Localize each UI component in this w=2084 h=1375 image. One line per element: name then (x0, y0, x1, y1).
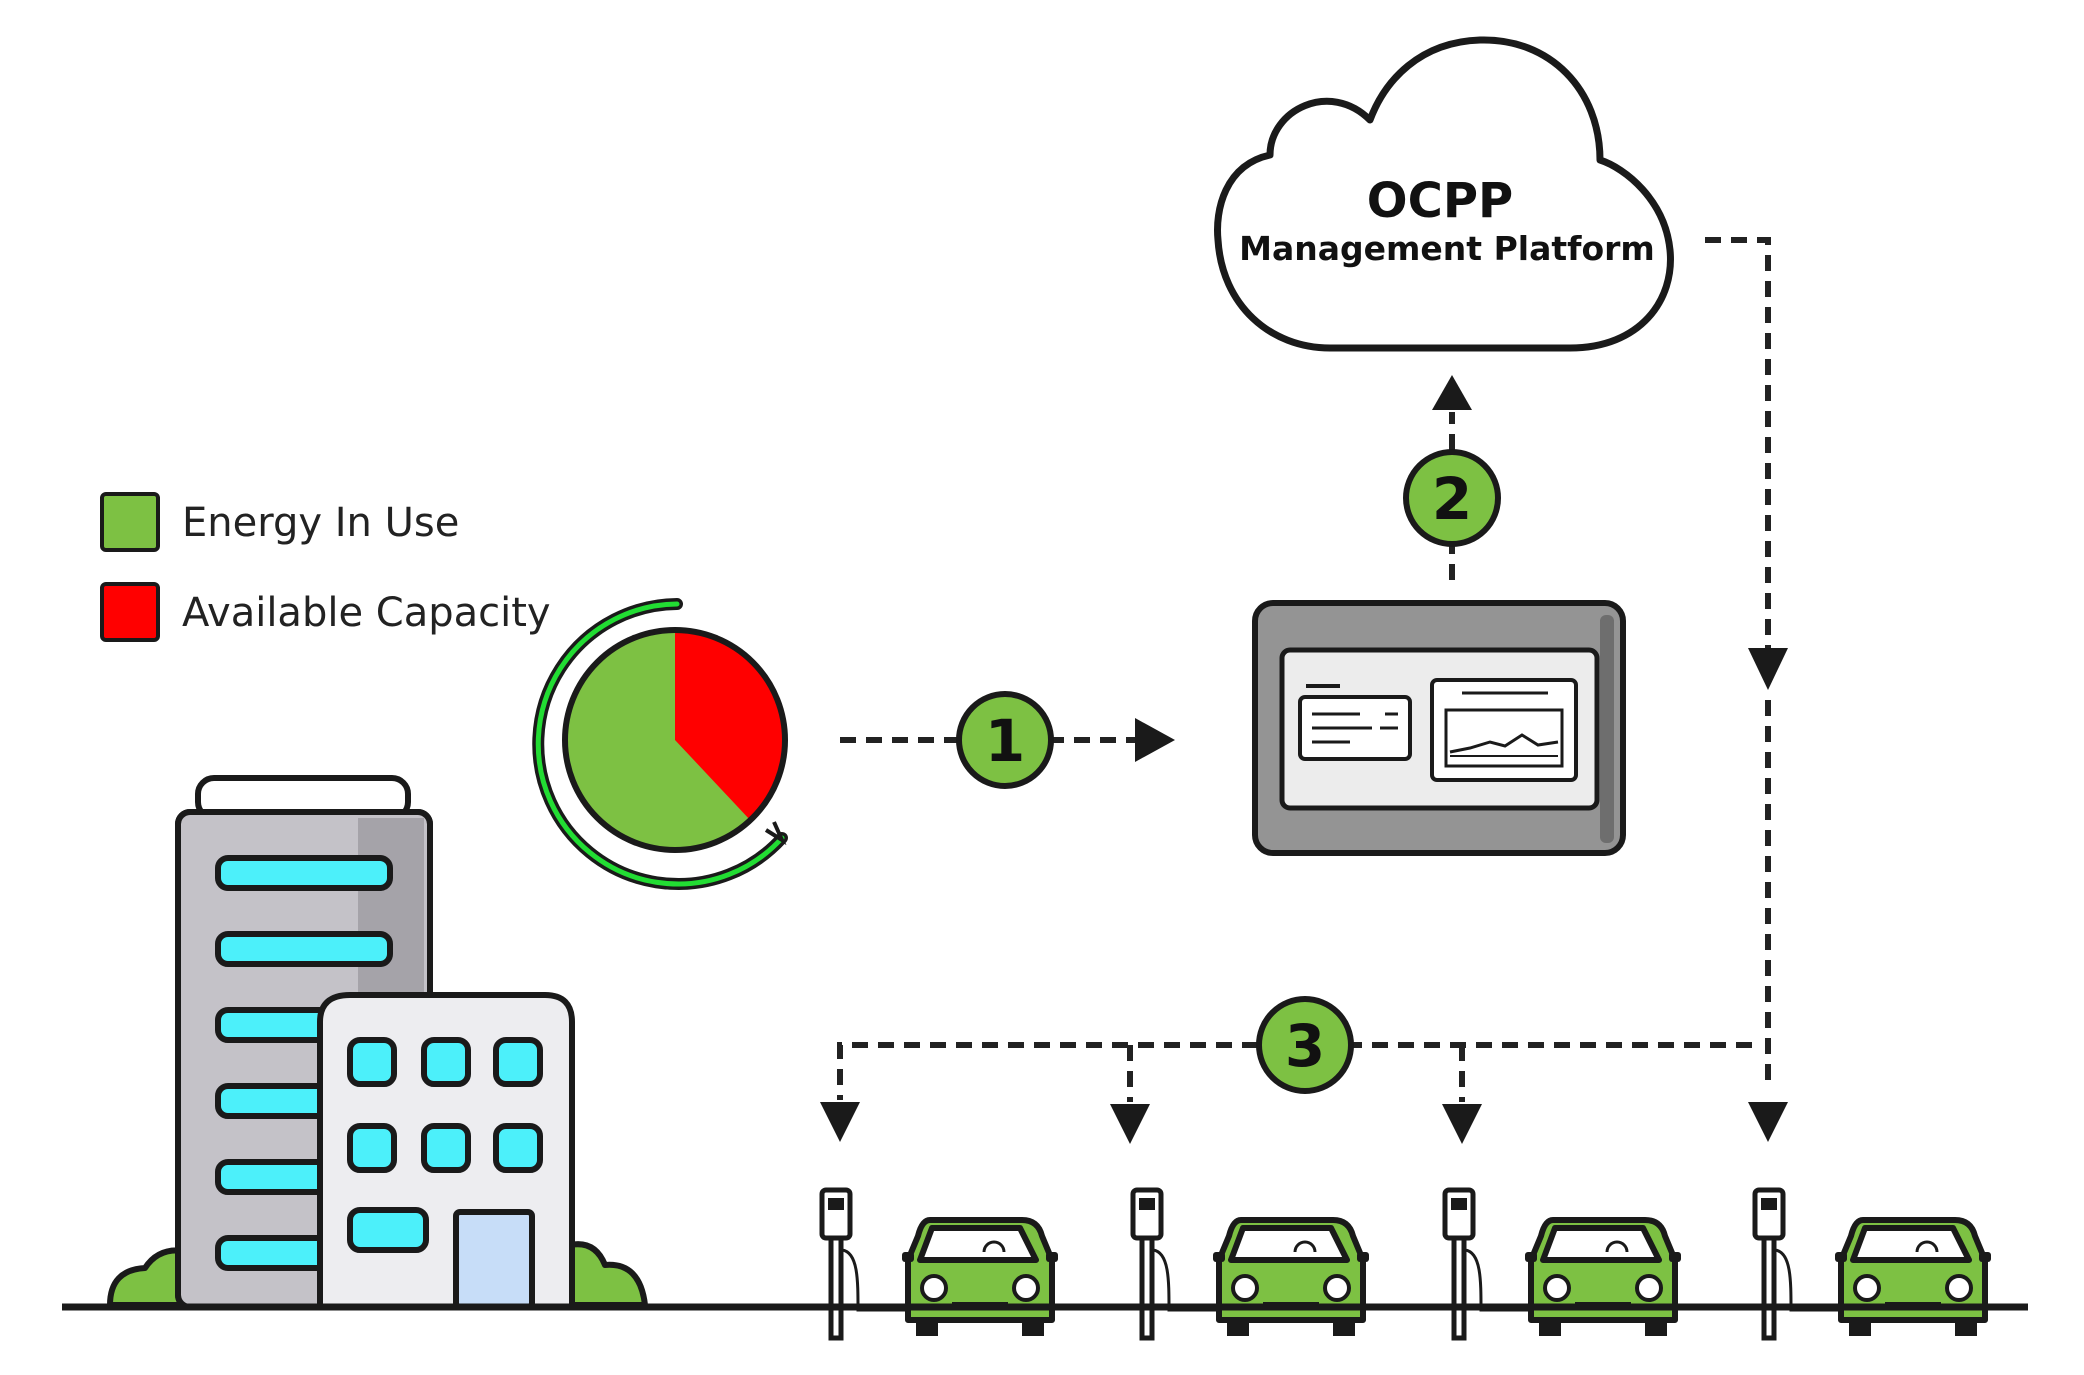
cloud-title: OCPP (1367, 173, 1513, 229)
buildings (107, 775, 648, 1310)
gauge-ring-arrow-icon (764, 821, 787, 846)
arrow-head-down-icon (1748, 1102, 1788, 1142)
building-door (453, 1209, 535, 1310)
dashed-line-distribution (837, 1042, 1752, 1100)
step-2-connector: 2 (1403, 375, 1501, 580)
arrow-head-down-icon (820, 1102, 860, 1142)
charger-car-3 (1445, 1190, 1681, 1338)
step-badge-1-label: 1 (985, 707, 1025, 775)
legend-swatch-green (100, 492, 160, 552)
gauge-ring (535, 601, 785, 887)
step-1-connector: 1 (840, 691, 1175, 789)
screen-graph-line (1449, 733, 1559, 754)
legend-item-available-capacity: Available Capacity (100, 582, 551, 642)
legend-label-energy-in-use: Energy In Use (182, 500, 459, 546)
legend-label-available-capacity: Available Capacity (182, 590, 551, 636)
cloud-subtitle: Management Platform (1239, 229, 1655, 268)
step-badge-2-label: 2 (1432, 465, 1472, 533)
charger-car-2 (1133, 1190, 1369, 1338)
step-badge-3 (1256, 996, 1354, 1094)
charging-stations (822, 1190, 1991, 1338)
ocpp-cloud: OCPP Management Platform (1214, 36, 1674, 352)
arrow-head-down-icon (1442, 1104, 1482, 1144)
charger-car-4 (1755, 1190, 1991, 1338)
energy-pie-gauge (532, 598, 788, 890)
step-3-connector: 3 (820, 996, 1752, 1144)
load-controller-device (1252, 600, 1626, 856)
pie-available-capacity (675, 630, 786, 821)
legend-item-energy-in-use: Energy In Use (100, 492, 459, 552)
bush-right (567, 1241, 648, 1308)
charger-car-1 (822, 1190, 1058, 1338)
step-badge-1 (956, 691, 1054, 789)
arrow-head-up-icon (1432, 375, 1472, 410)
legend: Energy In Use Available Capacity (100, 492, 551, 642)
step-badge-3-label: 3 (1285, 1012, 1325, 1080)
cloud-shape (1214, 36, 1674, 352)
pie-outline (562, 627, 788, 853)
arrow-head-down-icon (1748, 648, 1788, 690)
cloud-to-chargers-connector (1705, 237, 1788, 1142)
legend-swatch-red (100, 582, 160, 642)
step-badge-2 (1403, 449, 1501, 547)
arrow-head-right-icon (1135, 718, 1175, 762)
dashed-line-cloud-down (1705, 237, 1771, 650)
arrow-head-down-icon (1110, 1104, 1150, 1144)
